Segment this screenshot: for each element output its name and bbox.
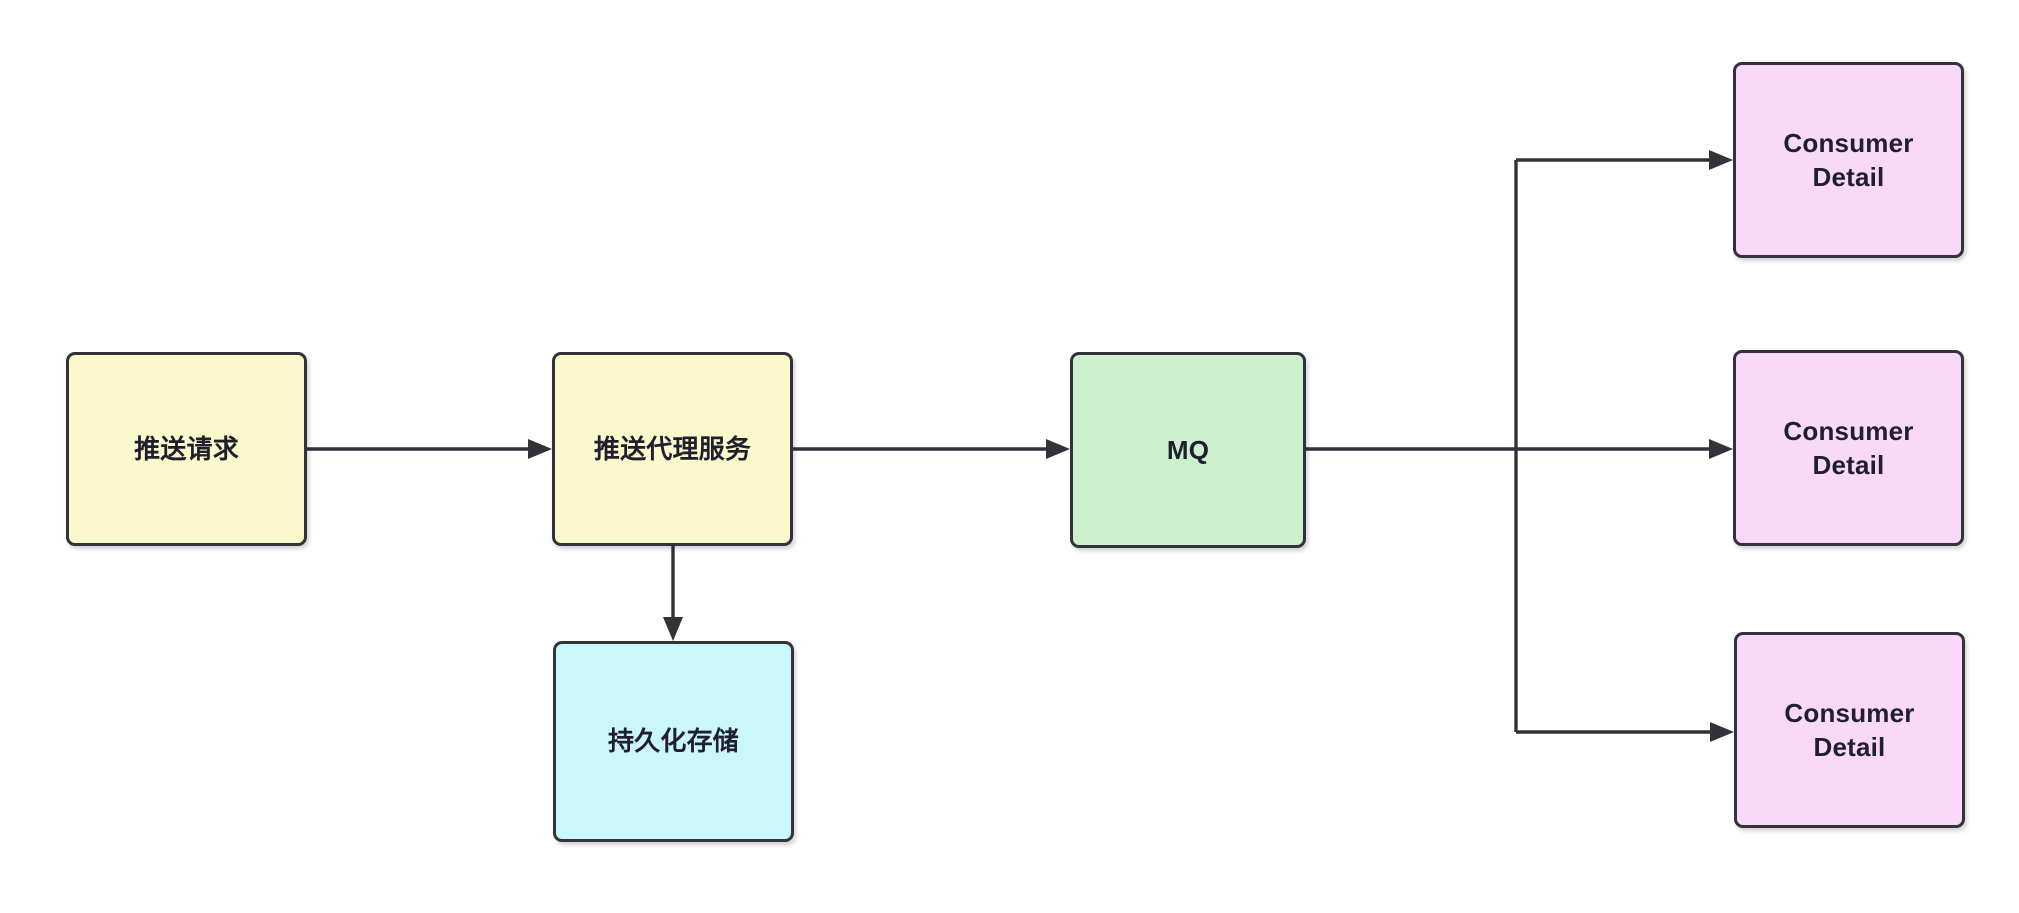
consumer-1-line-2: Detail <box>1812 162 1885 192</box>
consumer-2-line-2: Detail <box>1812 450 1885 480</box>
node-mq-label: MQ <box>1166 434 1210 465</box>
node-consumer-detail-1-label: Consumer Detail <box>1736 126 1961 195</box>
edge-mq-to-consumer-1 <box>1516 150 1733 170</box>
node-push-proxy-service[interactable]: 推送代理服务 <box>552 352 793 546</box>
edge-mq-to-consumer-3 <box>1516 722 1734 742</box>
edge-mq-to-consumer-2 <box>1516 439 1733 459</box>
node-mq[interactable]: MQ <box>1070 352 1306 548</box>
node-push-request-label: 推送请求 <box>134 433 239 464</box>
node-consumer-detail-2[interactable]: Consumer Detail <box>1733 350 1964 546</box>
node-consumer-detail-1[interactable]: Consumer Detail <box>1733 62 1964 258</box>
edge-push-request-to-proxy <box>307 439 552 459</box>
consumer-3-line-2: Detail <box>1813 732 1886 762</box>
edge-proxy-to-mq <box>793 439 1070 459</box>
edge-mq-branch-bus <box>1306 160 1518 732</box>
node-consumer-detail-3[interactable]: Consumer Detail <box>1734 632 1965 828</box>
edge-proxy-to-storage <box>663 546 683 641</box>
node-consumer-detail-2-label: Consumer Detail <box>1736 414 1961 483</box>
node-consumer-detail-3-label: Consumer Detail <box>1737 696 1962 765</box>
node-persistent-storage[interactable]: 持久化存储 <box>553 641 794 842</box>
consumer-2-line-1: Consumer <box>1783 415 1914 446</box>
node-push-request[interactable]: 推送请求 <box>66 352 307 546</box>
node-persistent-storage-label: 持久化存储 <box>607 726 739 757</box>
consumer-3-line-1: Consumer <box>1784 697 1915 728</box>
consumer-1-line-1: Consumer <box>1783 127 1914 158</box>
node-push-proxy-service-label: 推送代理服务 <box>593 433 752 464</box>
